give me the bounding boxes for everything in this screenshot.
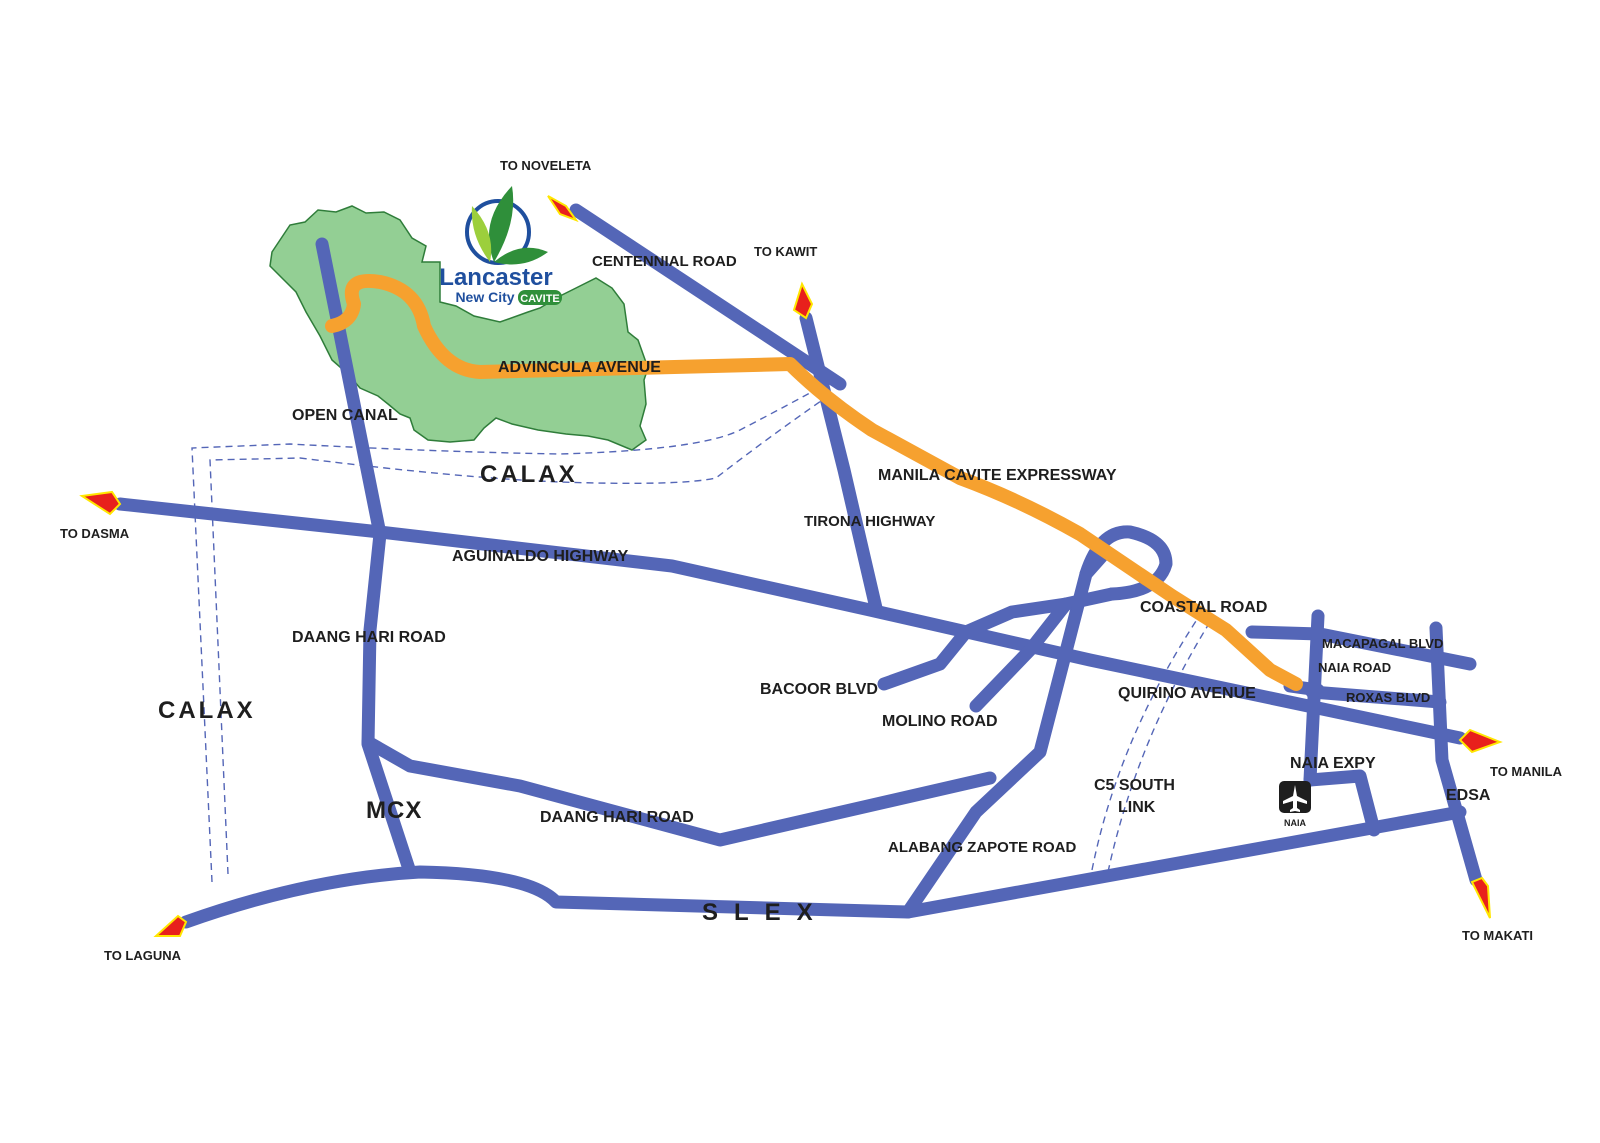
arrow-dasma-icon <box>79 490 122 516</box>
label-daang-hari-road-upper: DAANG HARI ROAD <box>292 629 446 646</box>
label-aguinaldo-highway: AGUINALDO HIGHWAY <box>452 548 629 565</box>
road-slex <box>179 805 1467 929</box>
label-calax-top: CALAX <box>480 461 578 488</box>
logo-badge-bg <box>518 290 562 305</box>
road-daang-hari-vertical <box>315 237 417 879</box>
label-slex: SLEX <box>702 899 829 926</box>
arrow-noveleta-icon <box>547 195 579 223</box>
road-naia-expy <box>1303 769 1381 837</box>
lancaster-estate-area <box>269 205 649 451</box>
c5-south-link-dashed <box>1091 617 1211 873</box>
label-centennial-road: CENTENNIAL ROAD <box>592 253 737 270</box>
road-roxas <box>1305 685 1447 709</box>
label-daang-hari-road-lower: DAANG HARI ROAD <box>540 809 694 826</box>
road-bacoor <box>877 587 1119 691</box>
c5-dash-a <box>1091 617 1199 871</box>
arrow-manila-icon <box>1458 728 1503 754</box>
label-roxas-blvd: ROXAS BLVD <box>1346 690 1430 705</box>
route-highlight-advincula-mcex <box>325 274 1303 691</box>
direction-arrows <box>79 195 1503 937</box>
road-network <box>113 203 1483 929</box>
road-tirona <box>799 311 883 615</box>
label-bacoor-blvd: BACOOR BLVD <box>760 681 878 698</box>
label-manila-cavite-expressway: MANILA CAVITE EXPRESSWAY <box>878 467 1117 484</box>
label-advincula-avenue: ADVINCULA AVENUE <box>498 359 661 376</box>
label-naia-road: NAIA ROAD <box>1318 660 1391 675</box>
road-molino <box>969 597 1073 713</box>
label-to-laguna: TO LAGUNA <box>104 948 182 963</box>
logo-ring <box>465 199 531 265</box>
label-molino-road: MOLINO ROAD <box>882 713 998 730</box>
label-to-dasma: TO DASMA <box>60 526 130 541</box>
arrow-makati-icon <box>1470 876 1491 919</box>
label-alabang-zapote-road: ALABANG ZAPOTE ROAD <box>888 839 1076 856</box>
label-coastal-road: COASTAL ROAD <box>1140 599 1267 616</box>
logo-leaf-tall-icon <box>488 186 514 262</box>
label-tirona-highway: TIRONA HIGHWAY <box>804 513 935 530</box>
label-calax-left: CALAX <box>158 697 256 724</box>
calax-dash-inner <box>209 391 835 875</box>
road-centennial <box>569 203 847 391</box>
label-mcx: MCX <box>366 797 422 824</box>
airplane-icon <box>1283 785 1307 812</box>
calax-dashed-route <box>191 381 835 883</box>
logo-badge-text: CAVITE <box>520 293 560 305</box>
lancaster-logo: Lancaster New City CAVITE <box>439 186 562 305</box>
label-edsa: EDSA <box>1446 787 1491 804</box>
label-to-manila: TO MANILA <box>1490 764 1563 779</box>
label-open-canal: OPEN CANAL <box>292 407 398 424</box>
logo-leaf-right-icon <box>494 247 548 265</box>
arrow-laguna-icon <box>153 914 188 937</box>
label-naia-expy: NAIA EXPY <box>1290 755 1376 772</box>
label-to-noveleta: TO NOVELETA <box>500 158 592 173</box>
road-daang-hari-lower <box>361 735 997 847</box>
c5-dash-b <box>1107 621 1211 873</box>
arrow-kawit-icon <box>792 281 814 320</box>
naia-label: NAIA <box>1284 818 1306 828</box>
label-to-kawit: TO KAWIT <box>754 244 817 259</box>
logo-leaf-left-icon <box>471 206 492 262</box>
label-c5-south-link-line1: C5 SOUTH <box>1094 777 1175 794</box>
label-macapagal-blvd: MACAPAGAL BLVD <box>1322 636 1443 651</box>
logo-subtitle: New City <box>455 289 514 305</box>
road-aguinaldo <box>113 497 1467 745</box>
calax-dash-outer <box>191 381 831 883</box>
label-quirino-avenue: QUIRINO AVENUE <box>1118 685 1256 702</box>
label-c5-south-link-line2: LINK <box>1118 799 1156 816</box>
logo-name: Lancaster <box>439 264 552 291</box>
road-edsa <box>1429 621 1483 887</box>
naia-landmark: NAIA <box>1279 781 1311 828</box>
label-to-makati: TO MAKATI <box>1462 928 1533 943</box>
